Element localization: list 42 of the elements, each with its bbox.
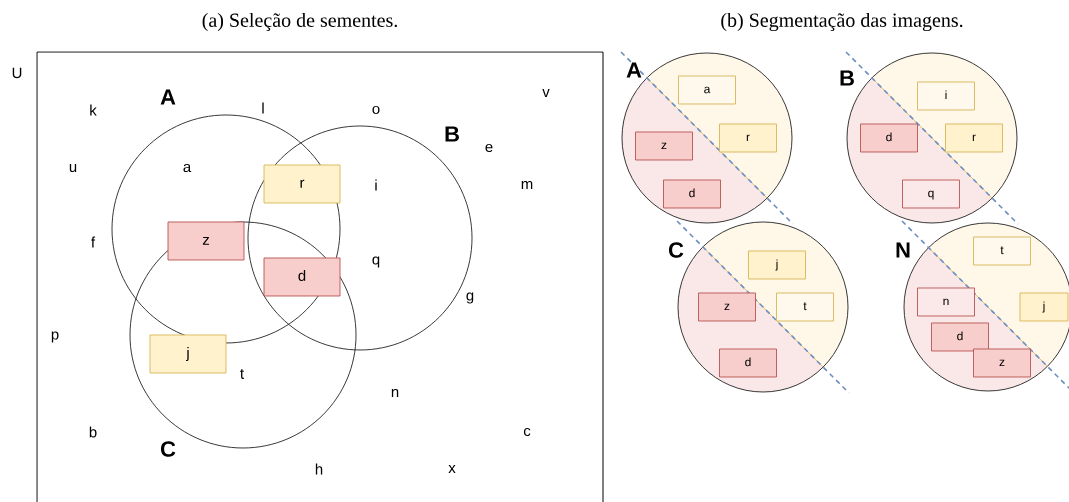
seed-box: a bbox=[678, 75, 736, 105]
element-letter: k bbox=[90, 104, 97, 116]
seed-box: r bbox=[719, 123, 777, 153]
seed-box: j bbox=[748, 250, 806, 280]
element-letter: u bbox=[69, 163, 77, 172]
seed-box: t bbox=[776, 292, 834, 322]
element-letter: h bbox=[315, 463, 323, 475]
element-letter: a bbox=[183, 163, 192, 173]
seed-box: d bbox=[263, 257, 341, 297]
panel-caption: (a) Seleção de sementes. bbox=[202, 12, 397, 32]
element-letter: c bbox=[523, 427, 531, 437]
seed-box: j bbox=[1019, 292, 1069, 322]
seed-box: d bbox=[931, 322, 989, 352]
seed-box: t bbox=[973, 236, 1031, 266]
panel-caption: (b) Segmentação das imagens. bbox=[721, 12, 963, 32]
seed-box: z bbox=[973, 348, 1031, 378]
element-letter: q bbox=[372, 256, 380, 268]
seed-box: d bbox=[663, 179, 721, 209]
seed-box: q bbox=[902, 179, 960, 209]
element-letter: b bbox=[89, 426, 97, 438]
seed-box: d bbox=[860, 123, 918, 153]
seed-box: z bbox=[698, 292, 756, 322]
seed-box: d bbox=[719, 348, 777, 378]
seed-box: r bbox=[945, 123, 1003, 153]
element-letter: p bbox=[51, 331, 59, 343]
seed-box: r bbox=[263, 164, 341, 204]
seed-box: z bbox=[167, 221, 245, 261]
element-letter: v bbox=[542, 89, 550, 97]
element-letter: l bbox=[262, 102, 264, 114]
seed-box: n bbox=[917, 287, 975, 317]
element-letter: o bbox=[372, 105, 380, 115]
element-letter: i bbox=[375, 179, 377, 191]
element-letter: t bbox=[240, 369, 244, 379]
element-letter: m bbox=[521, 180, 533, 190]
seed-box: j bbox=[149, 334, 227, 374]
seed-box: z bbox=[635, 131, 693, 161]
element-letter: f bbox=[91, 236, 96, 248]
element-letter: g bbox=[466, 292, 474, 304]
element-letter: n bbox=[391, 388, 399, 398]
element-letter: x bbox=[448, 465, 456, 473]
seed-box: i bbox=[917, 81, 975, 111]
node-label: A bbox=[160, 89, 176, 105]
